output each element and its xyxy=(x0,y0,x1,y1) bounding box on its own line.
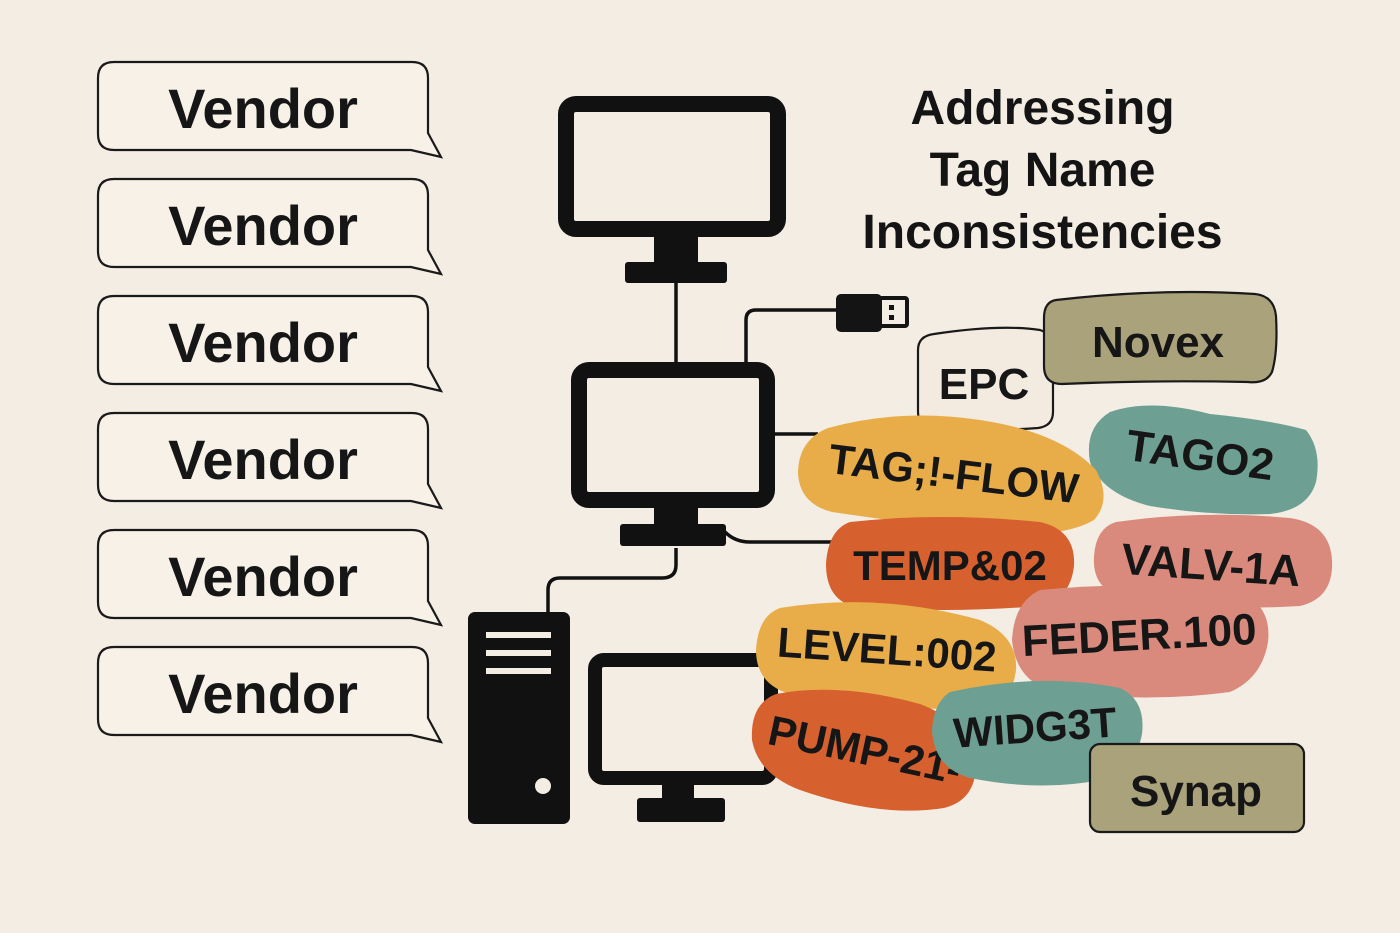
tag-tago2: TAGO2 xyxy=(1088,405,1318,515)
tag-label: EPC xyxy=(939,360,1029,409)
vendor-bubble: Vendor xyxy=(96,60,444,159)
tag-pump: PUMP-21- xyxy=(751,689,976,811)
vendor-label: Vendor xyxy=(168,311,358,374)
vendor-bubble: Vendor xyxy=(96,528,444,627)
vendor-label: Vendor xyxy=(168,545,358,608)
tag-level: LEVEL:002 xyxy=(756,602,1017,709)
computer-tower-icon xyxy=(468,612,570,824)
vendor-bubble: Vendor xyxy=(96,645,444,744)
vendor-bubble: Vendor xyxy=(96,411,444,510)
monitor-icon xyxy=(588,653,778,822)
vendor-label: Vendor xyxy=(168,77,358,140)
monitor-icon xyxy=(571,362,775,546)
vendor-label: Vendor xyxy=(168,428,358,491)
tag-feder: FEDER.100 xyxy=(1012,585,1269,698)
title-line: Addressing xyxy=(910,82,1175,135)
tag-epc: EPC xyxy=(916,326,1055,432)
vendor-label: Vendor xyxy=(168,662,358,725)
title-line: Tag Name xyxy=(929,144,1156,197)
tag-novex: Novex xyxy=(1042,290,1278,386)
vendor-label: Vendor xyxy=(168,194,358,257)
tag-synap: Synap xyxy=(1088,742,1306,834)
monitor-icon xyxy=(558,96,786,283)
tag-label: TEMP&02 xyxy=(853,542,1047,589)
tag-tag-flow: TAG;!-FLOW xyxy=(798,415,1104,535)
vendor-bubble: Vendor xyxy=(96,177,444,276)
tag-label: Novex xyxy=(1092,318,1225,367)
connection-lines xyxy=(546,283,838,612)
usb-plug-icon xyxy=(836,294,909,332)
page-title: Addressing Tag Name Inconsistencies xyxy=(800,78,1285,264)
title-line: Inconsistencies xyxy=(862,206,1223,259)
tag-label: WIDG3T xyxy=(952,698,1119,756)
vendor-bubble: Vendor xyxy=(96,294,444,393)
tag-label: Synap xyxy=(1130,767,1262,816)
tag-temp: TEMP&02 xyxy=(826,517,1075,610)
